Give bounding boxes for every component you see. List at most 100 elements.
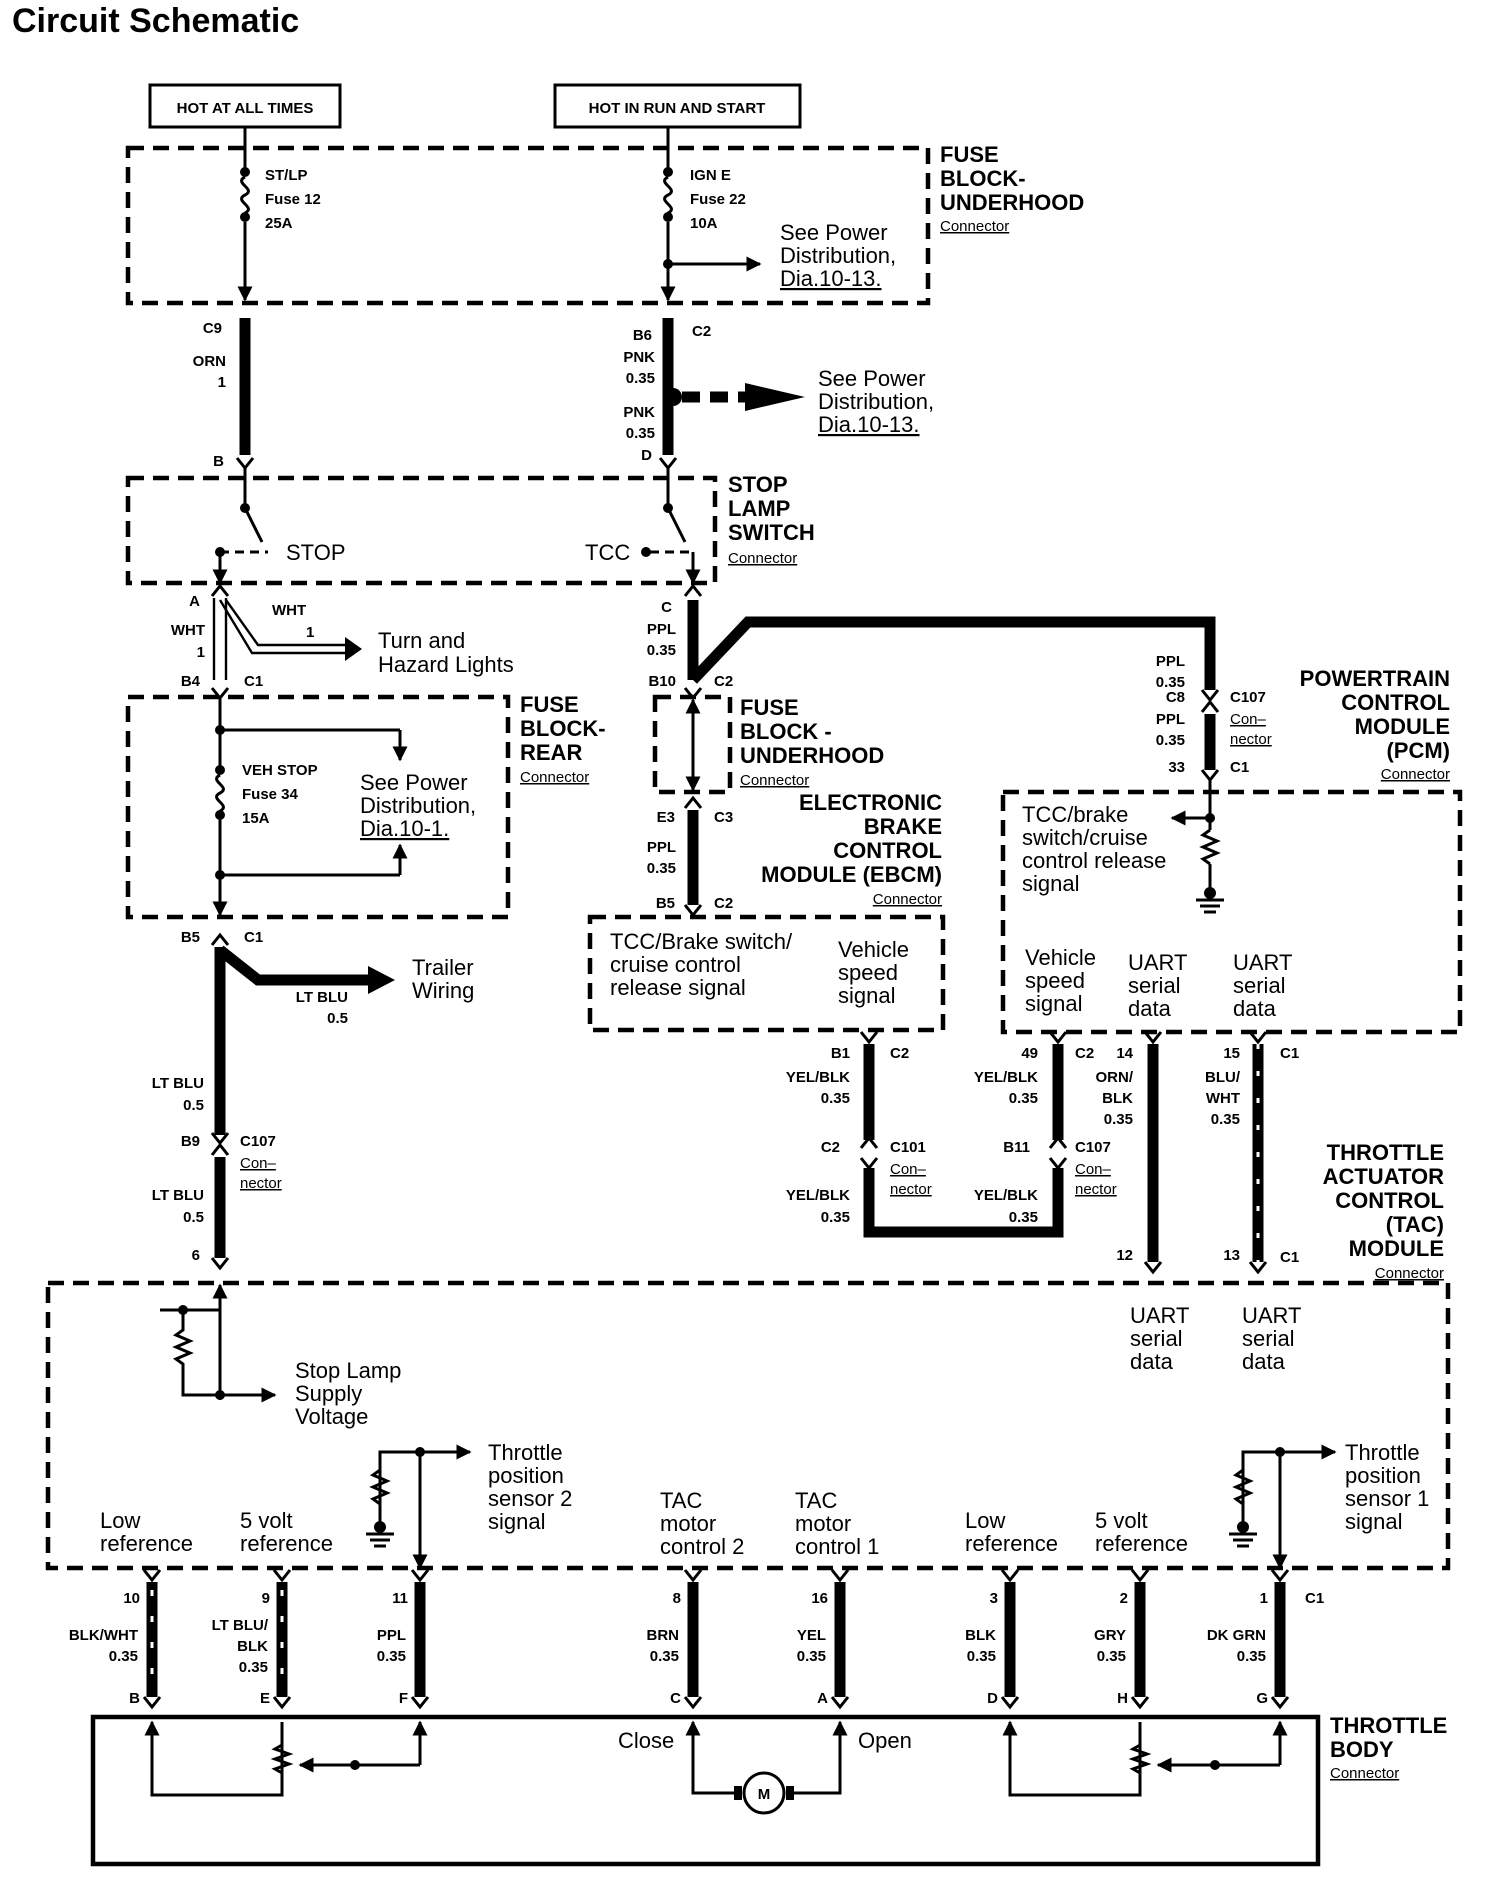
svg-text:B9: B9: [181, 1133, 200, 1150]
bottom-c1-label: C1: [1305, 1590, 1324, 1607]
svg-text:C9: C9: [203, 320, 222, 337]
svg-text:Dia.10-13.: Dia.10-13.: [818, 412, 920, 437]
svg-text:PPL: PPL: [1156, 653, 1185, 670]
wire-label: 0.35: [239, 1659, 268, 1676]
wire-label: 0.35: [797, 1648, 826, 1665]
svg-text:BODY: BODY: [1330, 1737, 1394, 1762]
tac-ground-1: [366, 1521, 394, 1548]
svg-text:reference: reference: [1095, 1531, 1188, 1556]
wire-label: 0.35: [967, 1648, 996, 1665]
svg-text:C2: C2: [1075, 1045, 1094, 1062]
pin-number: 8: [673, 1590, 681, 1607]
svg-text:5 volt: 5 volt: [1095, 1508, 1148, 1533]
svg-text:ACTUATOR: ACTUATOR: [1323, 1164, 1445, 1189]
close-label: Close: [618, 1728, 674, 1753]
fuse-block-underhood-title: FUSE BLOCK- UNDERHOOD Connector: [940, 142, 1084, 235]
svg-text:ST/LP: ST/LP: [265, 167, 308, 184]
svg-text:Connector: Connector: [1330, 1765, 1399, 1782]
svg-text:PNK: PNK: [623, 349, 655, 366]
wire-label: GRY: [1094, 1627, 1126, 1644]
svg-text:MODULE: MODULE: [1349, 1236, 1444, 1261]
svg-text:release signal: release signal: [610, 975, 746, 1000]
svg-text:signal: signal: [1345, 1509, 1402, 1534]
svg-text:Connector: Connector: [873, 891, 942, 908]
svg-text:0.35: 0.35: [1104, 1111, 1133, 1128]
trailer-wiring-branch: LT BLU 0.5 Trailer Wiring: [210, 932, 474, 1135]
svg-text:0.35: 0.35: [1211, 1111, 1240, 1128]
svg-text:Con–: Con–: [1075, 1161, 1112, 1178]
svg-text:ORN: ORN: [193, 353, 226, 370]
svg-text:B1: B1: [831, 1045, 850, 1062]
svg-text:motor: motor: [660, 1511, 716, 1536]
svg-text:sensor 1: sensor 1: [1345, 1486, 1429, 1511]
svg-text:position: position: [488, 1463, 564, 1488]
svg-text:reference: reference: [100, 1531, 193, 1556]
terminal-letter: H: [1117, 1690, 1128, 1707]
wire-uart-blu-wht: 15 C1 BLU/ WHT 0.35 13 C1: [1205, 1031, 1299, 1275]
svg-text:data: data: [1233, 996, 1277, 1021]
wire-pnk-b6: B6 C2 PNK 0.35 PNK 0.35 D: [623, 318, 805, 464]
svg-text:FUSE: FUSE: [520, 692, 579, 717]
svg-text:Fuse 22: Fuse 22: [690, 191, 746, 208]
fuse-block-rear: VEH STOP Fuse 34 15A See Power Distribut…: [125, 687, 606, 946]
pin-number: 2: [1120, 1590, 1128, 1607]
svg-text:serial: serial: [1242, 1326, 1295, 1351]
svg-text:C8: C8: [1166, 689, 1185, 706]
svg-text:Dia.10-1.: Dia.10-1.: [360, 816, 449, 841]
hot-in-run-and-start-box: HOT IN RUN AND START: [553, 83, 802, 129]
svg-text:Connector: Connector: [1375, 1265, 1444, 1282]
wire-label: BLK/WHT: [69, 1627, 138, 1644]
terminal-letter: B: [129, 1690, 140, 1707]
svg-text:reference: reference: [240, 1531, 333, 1556]
svg-text:BLU/: BLU/: [1205, 1069, 1241, 1086]
svg-text:nector: nector: [1230, 731, 1272, 748]
fuse-block-rear-title: FUSE BLOCK- REAR Connector: [520, 692, 606, 786]
svg-text:Distribution,: Distribution,: [360, 793, 476, 818]
svg-text:Fuse 34: Fuse 34: [242, 786, 299, 803]
hot-at-all-times-label: HOT AT ALL TIMES: [177, 100, 314, 117]
svg-text:C3: C3: [714, 809, 733, 826]
fuse-block-underhood-2: FUSE BLOCK - UNDERHOOD Connector E3 C3 P…: [647, 687, 884, 912]
svg-text:Con–: Con–: [890, 1161, 927, 1178]
svg-text:C2: C2: [821, 1139, 840, 1156]
svg-text:Con–: Con–: [240, 1155, 277, 1172]
see-power-distribution-note-2: See Power Distribution, Dia.10-13.: [818, 366, 934, 437]
svg-text:REAR: REAR: [520, 740, 582, 765]
svg-text:BLK: BLK: [1102, 1090, 1133, 1107]
stop-label: STOP: [286, 540, 346, 565]
fuse-34-label: VEH STOP Fuse 34 15A: [242, 762, 318, 827]
svg-text:Connector: Connector: [740, 772, 809, 789]
svg-text:UART: UART: [1128, 950, 1188, 975]
stop-lamp-switch-title: STOP LAMP SWITCH Connector: [728, 472, 815, 567]
see-power-distribution-note-1: See Power Distribution, Dia.10-13.: [780, 220, 896, 291]
terminal-letter: D: [987, 1690, 998, 1707]
svg-text:C1: C1: [1280, 1249, 1299, 1266]
pcm-pullup-resistor: [1199, 828, 1221, 866]
svg-text:Hazard Lights: Hazard Lights: [378, 652, 514, 677]
svg-text:1: 1: [306, 624, 314, 641]
svg-text:YEL/BLK: YEL/BLK: [974, 1069, 1038, 1086]
svg-text:15: 15: [1223, 1045, 1240, 1062]
svg-text:15A: 15A: [242, 810, 270, 827]
svg-text:Stop Lamp: Stop Lamp: [295, 1358, 401, 1383]
fuse-12-symbol: [240, 175, 250, 215]
svg-text:C2: C2: [714, 895, 733, 912]
svg-text:BRAKE: BRAKE: [864, 814, 942, 839]
svg-text:Low: Low: [965, 1508, 1005, 1533]
svg-text:MODULE: MODULE: [1355, 714, 1450, 739]
svg-text:0.35: 0.35: [1009, 1209, 1038, 1226]
svg-text:Dia.10-13.: Dia.10-13.: [780, 266, 882, 291]
svg-text:UART: UART: [1233, 950, 1293, 975]
pin-number: 10: [123, 1590, 140, 1607]
svg-text:control 2: control 2: [660, 1534, 744, 1559]
svg-text:0.35: 0.35: [821, 1090, 850, 1107]
svg-text:C2: C2: [890, 1045, 909, 1062]
svg-text:(TAC): (TAC): [1386, 1212, 1444, 1237]
svg-text:cruise control: cruise control: [610, 952, 741, 977]
svg-text:See Power: See Power: [780, 220, 888, 245]
svg-text:data: data: [1242, 1349, 1286, 1374]
wire-label: 0.35: [1097, 1648, 1126, 1665]
